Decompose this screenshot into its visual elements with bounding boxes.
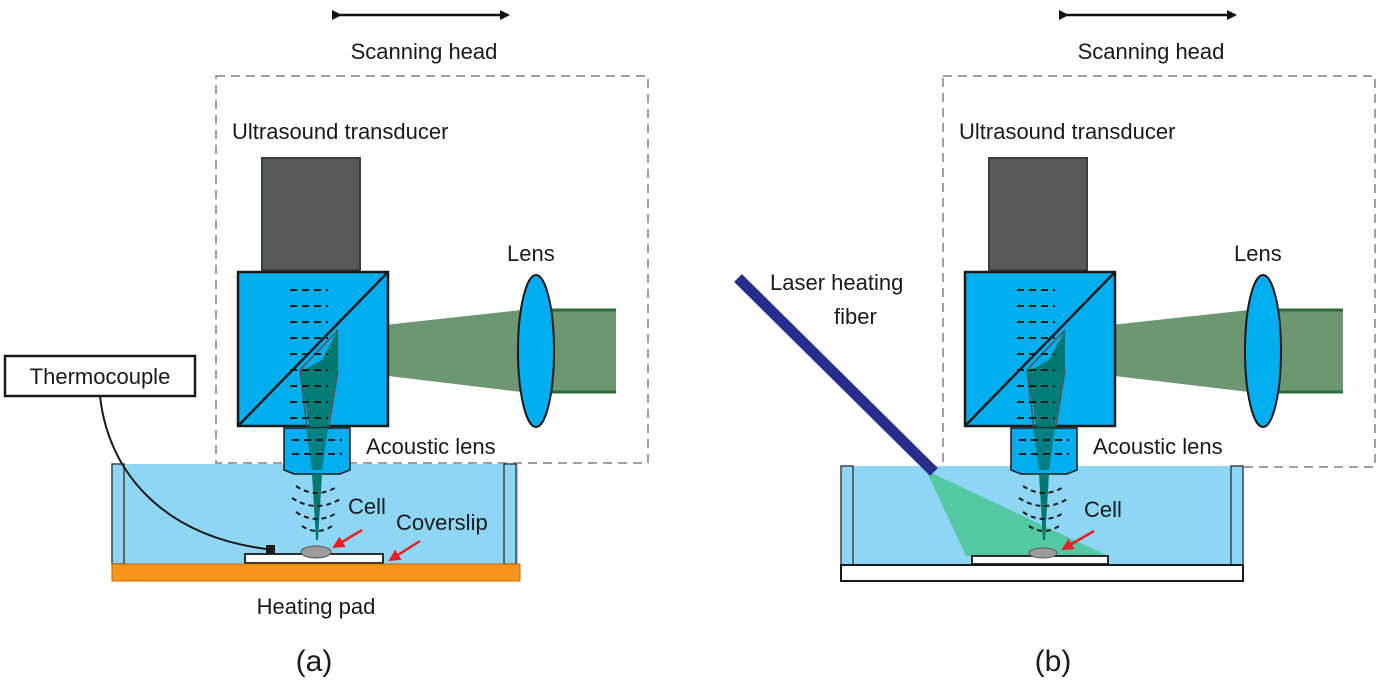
thermocouple-probe xyxy=(266,545,275,554)
panel-a-caption: (a) xyxy=(296,645,333,678)
panel-b: Scanning head Ultrasound transducer Lase… xyxy=(734,10,1376,678)
tank-wall-right xyxy=(503,463,517,565)
lens-label-b: Lens xyxy=(1234,241,1282,266)
coverslip-arrow xyxy=(388,539,421,562)
cell-b xyxy=(1028,547,1058,559)
thermocouple-wire xyxy=(99,395,267,550)
laser-label-line1: Laser heating xyxy=(770,270,903,295)
acoustic-lens-label-b: Acoustic lens xyxy=(1093,434,1223,459)
laser-heating-fiber xyxy=(734,274,938,476)
base-plate xyxy=(840,564,1244,582)
cell-label: Cell xyxy=(348,494,386,519)
scanning-head-label-b: Scanning head xyxy=(1078,39,1225,64)
laser-light-cone xyxy=(926,470,1108,556)
tank-wall-right-b xyxy=(1230,465,1244,566)
coverslip-label: Coverslip xyxy=(396,510,488,535)
scanning-head-frame xyxy=(215,75,649,464)
thermocouple-label: Thermocouple xyxy=(30,364,171,389)
thermocouple-box xyxy=(3,354,197,398)
acoustic-lens-label: Acoustic lens xyxy=(366,434,496,459)
heating-pad-label: Heating pad xyxy=(257,594,376,619)
transducer-label-b: Ultrasound transducer xyxy=(959,119,1175,144)
transducer-label: Ultrasound transducer xyxy=(232,119,448,144)
heating-pad xyxy=(111,563,521,582)
cell-label-b: Cell xyxy=(1084,497,1122,522)
laser-label-line2: fiber xyxy=(834,304,877,329)
cell-arrow-b xyxy=(1061,529,1095,551)
tank-wall-left-b xyxy=(840,465,854,566)
panel-b-caption: (b) xyxy=(1035,645,1072,678)
scanning-head-label: Scanning head xyxy=(351,39,498,64)
cell xyxy=(300,545,332,559)
lens-label: Lens xyxy=(507,241,555,266)
cell-arrow xyxy=(332,528,363,549)
panel-a: Scanning head Ultrasound transducer Ther… xyxy=(3,10,649,678)
tank-wall-left xyxy=(111,463,125,565)
